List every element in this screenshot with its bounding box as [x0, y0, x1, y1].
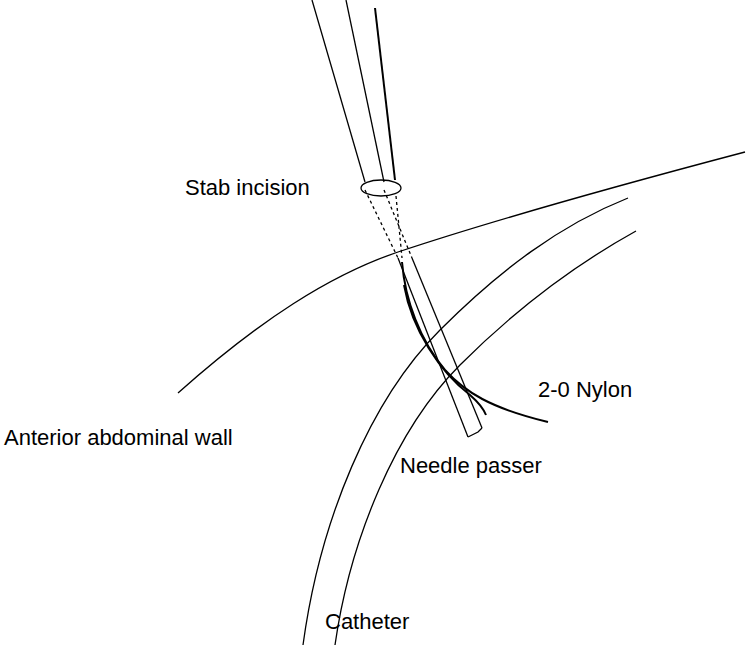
abdominal-wall [178, 152, 745, 393]
part-label: Needle passer [400, 454, 542, 478]
part-label: Stab incision [185, 176, 310, 200]
part-label: Catheter [325, 610, 409, 634]
nylon-suture [375, 8, 548, 422]
part-label: Anterior abdominal wall [4, 426, 233, 450]
catheter-tube [303, 198, 628, 645]
catheter-tube [335, 231, 636, 645]
stab-incision [361, 180, 401, 196]
needle-passer [312, 0, 482, 437]
part-label: 2-0 Nylon [538, 378, 632, 402]
